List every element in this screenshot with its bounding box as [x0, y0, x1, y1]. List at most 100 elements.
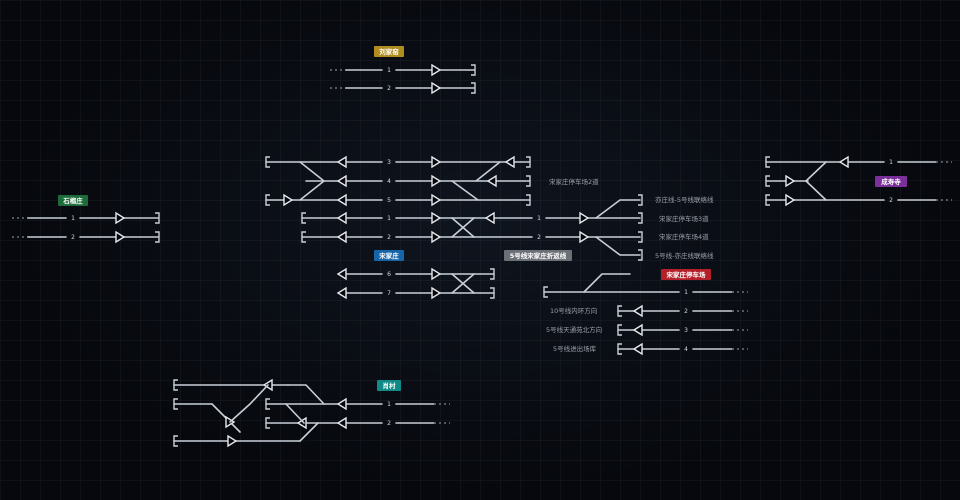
destination-d4: 5号线-亦庄线联络线: [655, 251, 714, 260]
depot-3-signal: [632, 323, 643, 337]
siding-5-number: 5: [387, 197, 391, 204]
lower-6-signal-left: [336, 267, 347, 281]
siding-3-signal-far: [504, 155, 515, 169]
songjiazhuang-badge: 宋家庄: [379, 251, 399, 260]
link-bumper-d2: [638, 212, 643, 224]
shikuzhuang-signal-1: [115, 211, 126, 225]
depot-1-spur: [583, 273, 631, 293]
xiaocun-signal-2: [336, 416, 347, 430]
chengshouxi-badge-bg: [875, 176, 907, 187]
liulihe-bumper-1: [471, 64, 476, 76]
xiaocun-mid-branch: [229, 384, 269, 423]
destination-d2: 宋家庄停车场3道: [659, 214, 709, 223]
lower-7-bumper: [490, 287, 495, 299]
link-line-badge: 5号线宋家庄折返线: [510, 251, 567, 260]
songjiazhuang-main: 1 2 1 2 亦庄线-5号线联络线: [301, 194, 714, 261]
xiaocun-track-2-number: 2: [387, 420, 391, 427]
shikuzhuang-badge: 石榴庄: [62, 196, 83, 205]
link-2-number: 2: [537, 234, 541, 241]
siding-5-signal-mid: [336, 193, 347, 207]
destination-d3: 宋家庄停车场4道: [659, 232, 709, 241]
depot-4-number: 4: [684, 346, 688, 353]
depot-3-number: 3: [684, 327, 688, 334]
chengshouxi-signal-1: [838, 155, 849, 169]
link-1-signal: [579, 211, 590, 225]
siding-3-signal-left: [336, 155, 347, 169]
xiaocun-badge: 肖村: [383, 381, 397, 390]
xiaocun-low-curve: [299, 422, 319, 442]
lower-crossover-b: [451, 273, 475, 294]
siding-3-bumper-right: [526, 156, 531, 168]
link-bumper-d3: [638, 231, 643, 243]
destination-depot-4: 5号线进出场库: [553, 344, 597, 353]
chengshouxi-turnout-up: [805, 161, 827, 182]
lower-6-number: 6: [387, 271, 391, 278]
link-bumper-d4: [638, 249, 643, 261]
link-line-badge-bg: [504, 250, 572, 261]
main-1-signal-right: [431, 211, 442, 225]
main-2-number: 2: [387, 234, 391, 241]
depot-badge: 宋家庄停车场: [667, 270, 707, 279]
link-2-signal: [579, 230, 590, 244]
main-crossover-b: [451, 217, 475, 238]
station-chengshouxi: 1 成寿寺 2: [765, 155, 952, 207]
shikuzhuang-signal-2: [115, 230, 126, 244]
main-2-signal-right: [431, 230, 442, 244]
main-1-signal-left: [336, 211, 347, 225]
liulihe-signal-1: [431, 63, 442, 77]
liulihe-signal-2: [431, 81, 442, 95]
link-1-number: 1: [537, 215, 541, 222]
siding-turnout-left: [299, 161, 326, 201]
chengshouxi-signal-mid: [785, 174, 796, 188]
link-branch-lower: [595, 236, 641, 256]
siding-turnout-cross-2: [475, 161, 501, 182]
destination-depot-2: 10号线内环方向: [550, 306, 597, 315]
station-depot: 宋家庄停车场 1 10号线内环方向 2 5号线天通苑北方向 3 5号线进出场库: [543, 269, 748, 356]
lower-6-signal-right: [431, 267, 442, 281]
xiaocun-crossover: [285, 403, 305, 424]
link-branch-upper: [595, 199, 641, 219]
lower-6-bumper: [490, 268, 495, 280]
liulihe-track-2-number: 2: [387, 85, 391, 92]
songjiazhuang-lower: 宋家庄 6 7: [336, 250, 495, 300]
lower-7-number: 7: [387, 290, 391, 297]
depot-1-number: 1: [684, 289, 688, 296]
chengshouxi-badge: 成寿寺: [881, 177, 901, 186]
siding-3-number: 3: [387, 159, 391, 166]
main-1-signal-far: [484, 211, 495, 225]
station-xiaocun: 肖村 1 2: [173, 378, 450, 448]
main-1-number: 1: [387, 215, 391, 222]
siding-4-number: 4: [387, 178, 391, 185]
lower-7-signal-left: [336, 286, 347, 300]
xiaocun-track-1-number: 1: [387, 401, 391, 408]
xiaocun-signal-low: [227, 434, 238, 448]
songjiazhuang-sidings: 3 4 5 宋家庄停车场2道: [265, 155, 599, 207]
liulihe-track-1-number: 1: [387, 67, 391, 74]
destination-d1: 亦庄线-5号线联络线: [655, 195, 714, 204]
xiaocun-signal-1: [336, 397, 347, 411]
chengshouxi-track-2-number: 2: [889, 197, 893, 204]
chengshouxi-track-1-number: 1: [889, 159, 893, 166]
lower-7-signal-right: [431, 286, 442, 300]
depot-4-signal: [632, 342, 643, 356]
shikuzhuang-badge-bg: [58, 195, 88, 206]
siding-5-signal-left: [283, 193, 294, 207]
shikuzhuang-track-1-number: 1: [71, 215, 75, 222]
siding-4-signal-left: [336, 174, 347, 188]
link-line-label: 5号线宋家庄折返线: [504, 250, 572, 261]
shikuzhuang-track-2-number: 2: [71, 234, 75, 241]
siding-4-signal-right: [431, 174, 442, 188]
liulihe-badge-bg: [374, 46, 404, 57]
chengshouxi-signal-2: [785, 193, 796, 207]
destination-yard-2: 宋家庄停车场2道: [549, 177, 599, 186]
siding-3-signal-right: [431, 155, 442, 169]
depot-badge-bg: [661, 269, 711, 280]
destination-depot-3: 5号线天通苑北方向: [546, 325, 602, 334]
link-bumper-d1: [638, 194, 643, 206]
station-liulihe: 刘家窑 1 2: [330, 46, 476, 95]
siding-5-bumper-right: [526, 194, 531, 206]
liulihe-bumper-2: [471, 82, 476, 94]
